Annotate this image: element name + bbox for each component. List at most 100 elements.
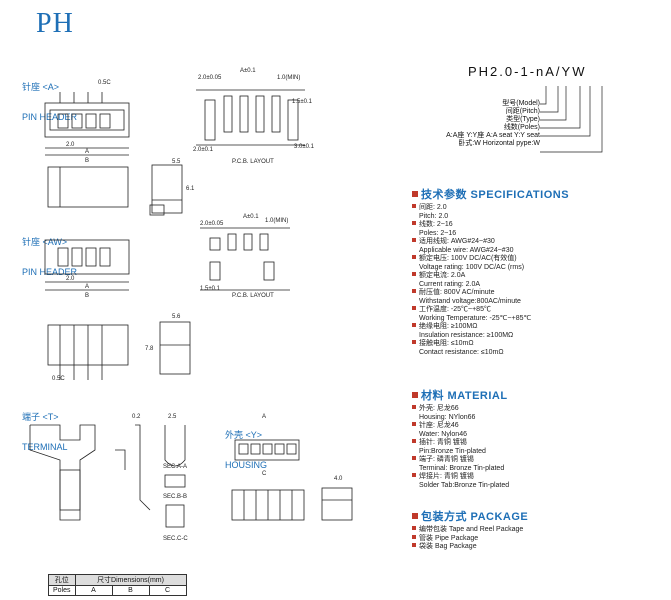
spec-0-cn: 间距: 2.0 <box>419 204 447 211</box>
dim-b2: B <box>85 293 89 299</box>
spec-6-cn: 工作温度: -25℃~+85℃ <box>419 306 491 313</box>
dim-55: 5.5 <box>172 159 181 165</box>
pin-header-a-side <box>47 164 183 216</box>
table-header-poles-cn: 孔位 <box>48 574 76 586</box>
bullet-icon <box>412 255 416 259</box>
spec-2-en: Applicable wire: AWG#24~#30 <box>419 246 514 254</box>
dim-1501b: 1.5±0.1 <box>200 286 221 292</box>
dim-61: 6.1 <box>186 186 195 192</box>
bullet-icon <box>412 306 416 310</box>
terminal-cn: 端子 <T> <box>22 412 59 422</box>
pcb-layout-1 <box>196 89 305 146</box>
material-0-en: Housing: NYlon66 <box>419 413 476 421</box>
dim-a-housing: A <box>262 414 266 420</box>
table-header-dimensions: 尺寸Dimensions(mm) <box>74 574 187 586</box>
bullet-icon <box>412 543 416 547</box>
material-heading: 材料 MATERIAL <box>412 387 509 403</box>
housing-cn: 外壳 <Y> <box>225 430 263 440</box>
table-header-poles: Poles <box>48 585 76 596</box>
package-heading: 包装方式 PACKAGE <box>412 508 528 524</box>
spec-3-en: Voltage rating: 100V DC/AC (rms) <box>419 263 525 271</box>
spec-5-en: Withstand voltage:800AC/minute <box>419 297 521 305</box>
dim-c-housing: C <box>262 471 267 477</box>
dim-25: 2.5 <box>168 414 177 420</box>
table-header-a: A <box>74 585 113 596</box>
specifications-heading: 技术参数 SPECIFICATIONS <box>412 186 569 202</box>
material-4-en: Solder Tab:Bronze Tin-plated <box>419 481 510 489</box>
housing-drawing <box>231 439 353 521</box>
dim-a: A <box>85 149 89 155</box>
terminal-en: TERMINAL <box>22 442 68 452</box>
sec-aa: SEC.A-A <box>163 464 187 470</box>
model-row-1: 间距(Pitch) <box>505 108 540 115</box>
pin-header-aw-side <box>47 321 191 380</box>
model-row-4: A:A座 Y:Y座 A:A seat Y:Y seat <box>446 132 540 139</box>
dim-2001: 2.0±0.1 <box>193 147 214 153</box>
spec-3-cn: 额定电压: 100V DC/AC(有效值) <box>419 255 517 262</box>
spec-4-cn: 额定电流: 2.0A <box>419 272 466 279</box>
bullet-icon <box>412 422 416 426</box>
dim-78: 7.8 <box>145 346 154 352</box>
heading-marker-icon <box>412 191 418 197</box>
bullet-icon <box>412 204 416 208</box>
model-row-5: 卧式:W Horizontal pype:W <box>458 140 540 147</box>
material-1-cn: 针座: 尼龙46 <box>419 422 459 429</box>
pin-header-a-cn: 针座 <A> <box>22 82 60 92</box>
bullet-icon <box>412 323 416 327</box>
spec-0-en: Pitch: 2.0 <box>419 212 449 220</box>
terminal-label: 端子 <T> TERMINAL <box>22 392 68 462</box>
material-2-cn: 插针: 青铜 镀锡 <box>419 439 467 446</box>
dim-3001: 3.0±0.1 <box>294 144 315 150</box>
technical-drawings: 0.5C 2.0 A B 5.5 6.1 A±0.1 2.0±0.05 1.0(… <box>29 68 353 542</box>
housing-en: HOUSING <box>225 460 268 470</box>
dim-2005b: 2.0±0.05 <box>200 221 224 227</box>
material-2-en: Pin:Bronze Tin-plated <box>419 447 486 455</box>
bullet-icon <box>412 473 416 477</box>
pin-header-aw-front <box>44 239 130 291</box>
pcb-layout-2-label: P.C.B. LAYOUT <box>232 293 274 299</box>
dim-05c2: 0.5C <box>52 376 65 382</box>
spec-7-cn: 绝缘电阻: ≥100MΩ <box>419 323 478 330</box>
bullet-icon <box>412 272 416 276</box>
package-0: 编带包装 Tape and Reel Package <box>419 526 524 533</box>
bullet-icon <box>412 289 416 293</box>
package-block: 包装方式 PACKAGE 编带包装 Tape and Reel Package … <box>412 508 528 552</box>
heading-marker-icon <box>412 392 418 398</box>
dim-05c: 0.5C <box>98 80 111 86</box>
bullet-icon <box>412 439 416 443</box>
pin-header-aw-en: PIN HEADER <box>22 267 78 277</box>
heading-marker-icon <box>412 513 418 519</box>
material-3-en: Terminal: Bronze Tin-plated <box>419 464 505 472</box>
dim-56: 5.6 <box>172 314 181 320</box>
dimensions-table: 孔位 尺寸Dimensions(mm) Poles A B C <box>48 574 187 596</box>
dim-a01b: A±0.1 <box>243 214 259 220</box>
spec-1-en: Poles: 2~16 <box>419 229 457 237</box>
model-row-3: 线数(Poles) <box>503 124 540 131</box>
material-1-en: Water: Nylon46 <box>419 430 467 438</box>
package-1: 管装 Pipe Package <box>419 534 479 542</box>
bullet-icon <box>412 456 416 460</box>
bullet-icon <box>412 405 416 409</box>
sec-cc: SEC.C-C <box>163 536 188 542</box>
model-legend: 型号(Model) 间距(Pitch) 类型(Type) 线数(Poles) A… <box>340 100 540 148</box>
model-leader-lines <box>540 86 603 153</box>
spec-8-en: Contact resistance: ≤10mΩ <box>419 348 504 356</box>
bullet-icon <box>412 340 416 344</box>
specifications-block: 技术参数 SPECIFICATIONS 间距: 2.0 Pitch: 2.0 线… <box>412 186 569 357</box>
dim-10minb: 1.0(MIN) <box>265 218 288 224</box>
pcb-layout-1-label: P.C.B. LAYOUT <box>232 159 274 165</box>
dim-a01: A±0.1 <box>240 68 256 74</box>
pin-header-aw-label: 针座 <AW> PIN HEADER <box>22 217 77 287</box>
pin-header-a-front <box>44 92 130 156</box>
dim-02: 0.2 <box>132 414 141 420</box>
sec-bb: SEC.B-B <box>163 494 187 500</box>
model-code: PH2.0-1-nA/YW <box>468 64 587 79</box>
dim-10min: 1.0(MIN) <box>277 75 300 81</box>
page-title: PH <box>36 8 74 39</box>
spec-8-cn: 接触电阻: ≤10mΩ <box>419 340 474 347</box>
material-4-cn: 焊接片: 青铜 镀锡 <box>419 473 474 480</box>
bullet-icon <box>412 238 416 242</box>
package-2: 袋装 Bag Package <box>419 543 477 550</box>
dim-40: 4.0 <box>334 476 343 482</box>
model-row-0: 型号(Model) <box>502 100 540 107</box>
